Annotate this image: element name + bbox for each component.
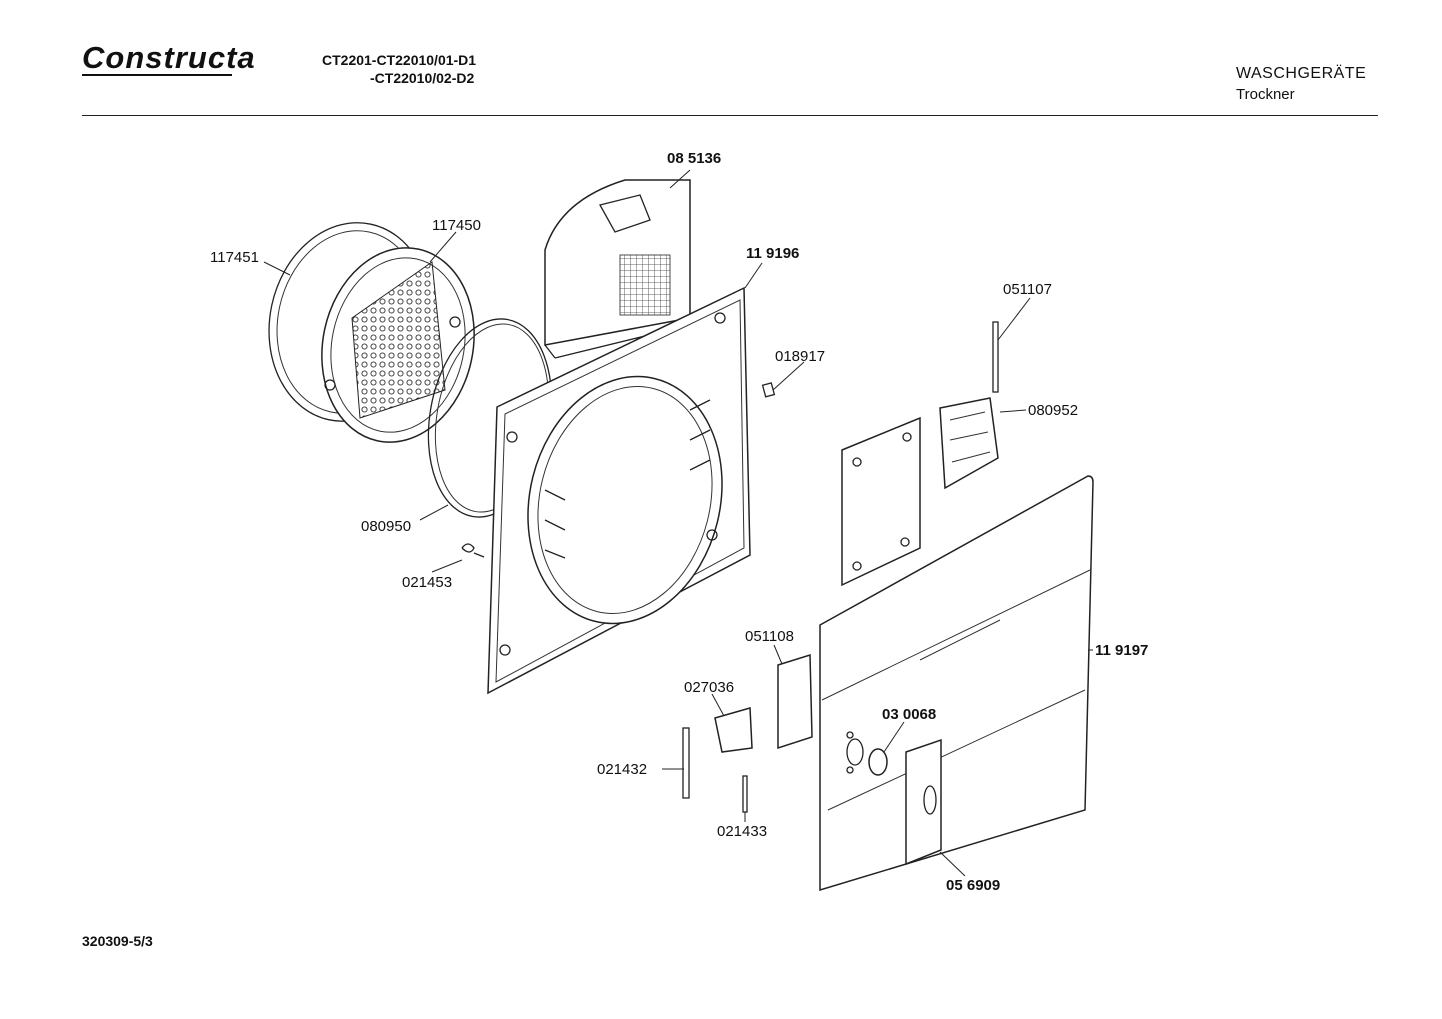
label-051108: 051108	[745, 628, 794, 645]
category-title: WASCHGERÄTE	[1236, 65, 1367, 82]
pin-051107	[992, 321, 999, 393]
catch-027036	[714, 707, 753, 753]
latch-030068	[868, 748, 888, 776]
pin-021433	[742, 775, 748, 813]
cover-plate	[841, 416, 921, 587]
latch-bracket-051108	[777, 653, 813, 750]
brand-underline	[82, 74, 232, 76]
header-rule	[82, 115, 1378, 116]
label-080952: 080952	[1028, 402, 1078, 419]
pin-021432	[682, 727, 690, 799]
label-119197: 11 9197	[1095, 642, 1148, 659]
label-051107: 051107	[1003, 281, 1052, 298]
label-021433: 021433	[717, 823, 767, 840]
lint-hood	[544, 179, 691, 359]
label-080950: 080950	[361, 518, 411, 535]
door-panel	[819, 475, 1094, 892]
category-subtitle: Trockner	[1236, 86, 1295, 103]
label-117450: 117450	[432, 217, 481, 234]
label-018917: 018917	[775, 348, 825, 365]
hinge-080952	[939, 397, 999, 490]
label-030068: 03 0068	[882, 706, 936, 723]
screw-021453	[461, 543, 485, 558]
label-021432: 021432	[597, 761, 647, 778]
label-021453: 021453	[402, 574, 452, 591]
model-range-line-1: CT2201-CT22010/01-D1	[322, 52, 477, 68]
door-ring-assembly	[268, 222, 475, 443]
label-056909: 05 6909	[946, 877, 1000, 894]
label-085136: 08 5136	[667, 150, 721, 167]
label-119196: 11 9196	[746, 245, 799, 262]
document-number: 320309-5/3	[82, 933, 153, 949]
brand-logo: Constructa	[82, 40, 256, 75]
clip-018917	[761, 382, 776, 398]
front-panel	[487, 286, 751, 695]
model-range-line-2: -CT22010/02-D2	[370, 70, 475, 86]
label-117451: 117451	[210, 249, 259, 266]
label-027036: 027036	[684, 679, 734, 696]
